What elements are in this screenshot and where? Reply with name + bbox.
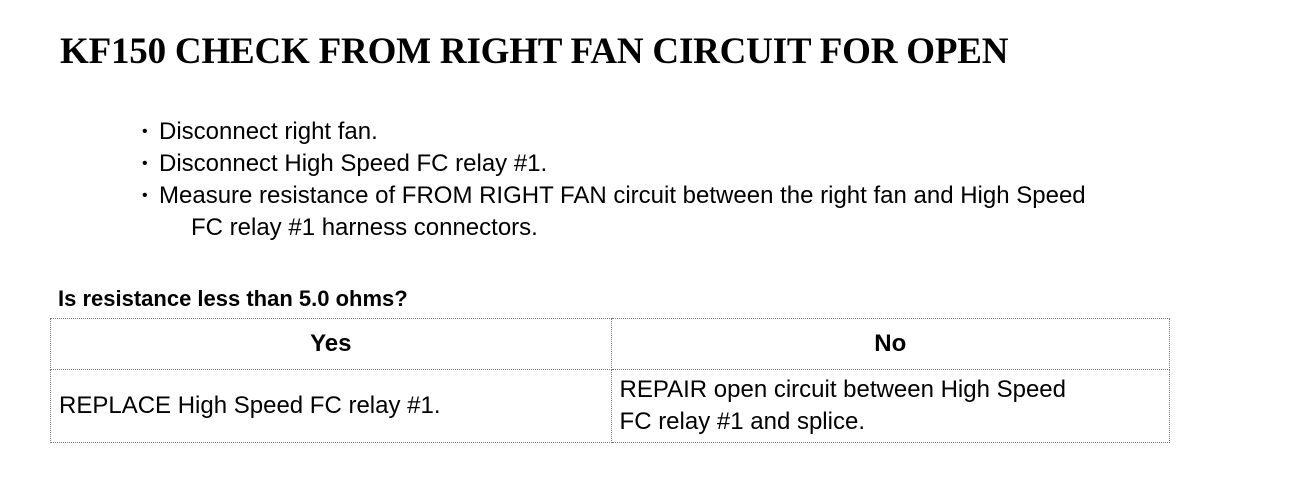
step-item: • Measure resistance of FROM RIGHT FAN c… bbox=[142, 180, 1252, 244]
yes-action-cell: REPLACE High Speed FC relay #1. bbox=[50, 369, 612, 443]
table-row: REPLACE High Speed FC relay #1. REPAIR o… bbox=[50, 369, 1171, 443]
no-header: No bbox=[610, 318, 1171, 370]
yes-action-text: REPLACE High Speed FC relay #1. bbox=[59, 392, 441, 419]
bullet-icon: • bbox=[142, 155, 148, 172]
step-text: Measure resistance of FROM RIGHT FAN cir… bbox=[159, 182, 1086, 209]
bullet-icon: • bbox=[142, 123, 148, 140]
step-item: • Disconnect right fan. bbox=[142, 116, 1252, 148]
step-item: • Disconnect High Speed FC relay #1. bbox=[142, 148, 1252, 180]
resistance-question: Is resistance less than 5.0 ohms? bbox=[58, 286, 408, 311]
no-action-text-line2: FC relay #1 and splice. bbox=[619, 408, 865, 435]
answer-table: Yes No REPLACE High Speed FC relay #1. R… bbox=[50, 318, 1171, 443]
step-text: Disconnect right fan. bbox=[159, 118, 378, 145]
no-action-cell: REPAIR open circuit between High Speed F… bbox=[610, 369, 1171, 443]
page-title: KF150 CHECK FROM RIGHT FAN CIRCUIT FOR O… bbox=[60, 31, 1009, 72]
no-action-text-line1: REPAIR open circuit between High Speed bbox=[619, 376, 1067, 403]
step-text: Disconnect High Speed FC relay #1. bbox=[159, 150, 548, 177]
yes-header: Yes bbox=[50, 318, 612, 370]
bullet-icon: • bbox=[142, 187, 148, 204]
table-header-row: Yes No bbox=[50, 318, 1171, 370]
procedure-steps: • Disconnect right fan. • Disconnect Hig… bbox=[142, 116, 1252, 244]
step-text-continuation: FC relay #1 harness connectors. bbox=[191, 214, 538, 241]
